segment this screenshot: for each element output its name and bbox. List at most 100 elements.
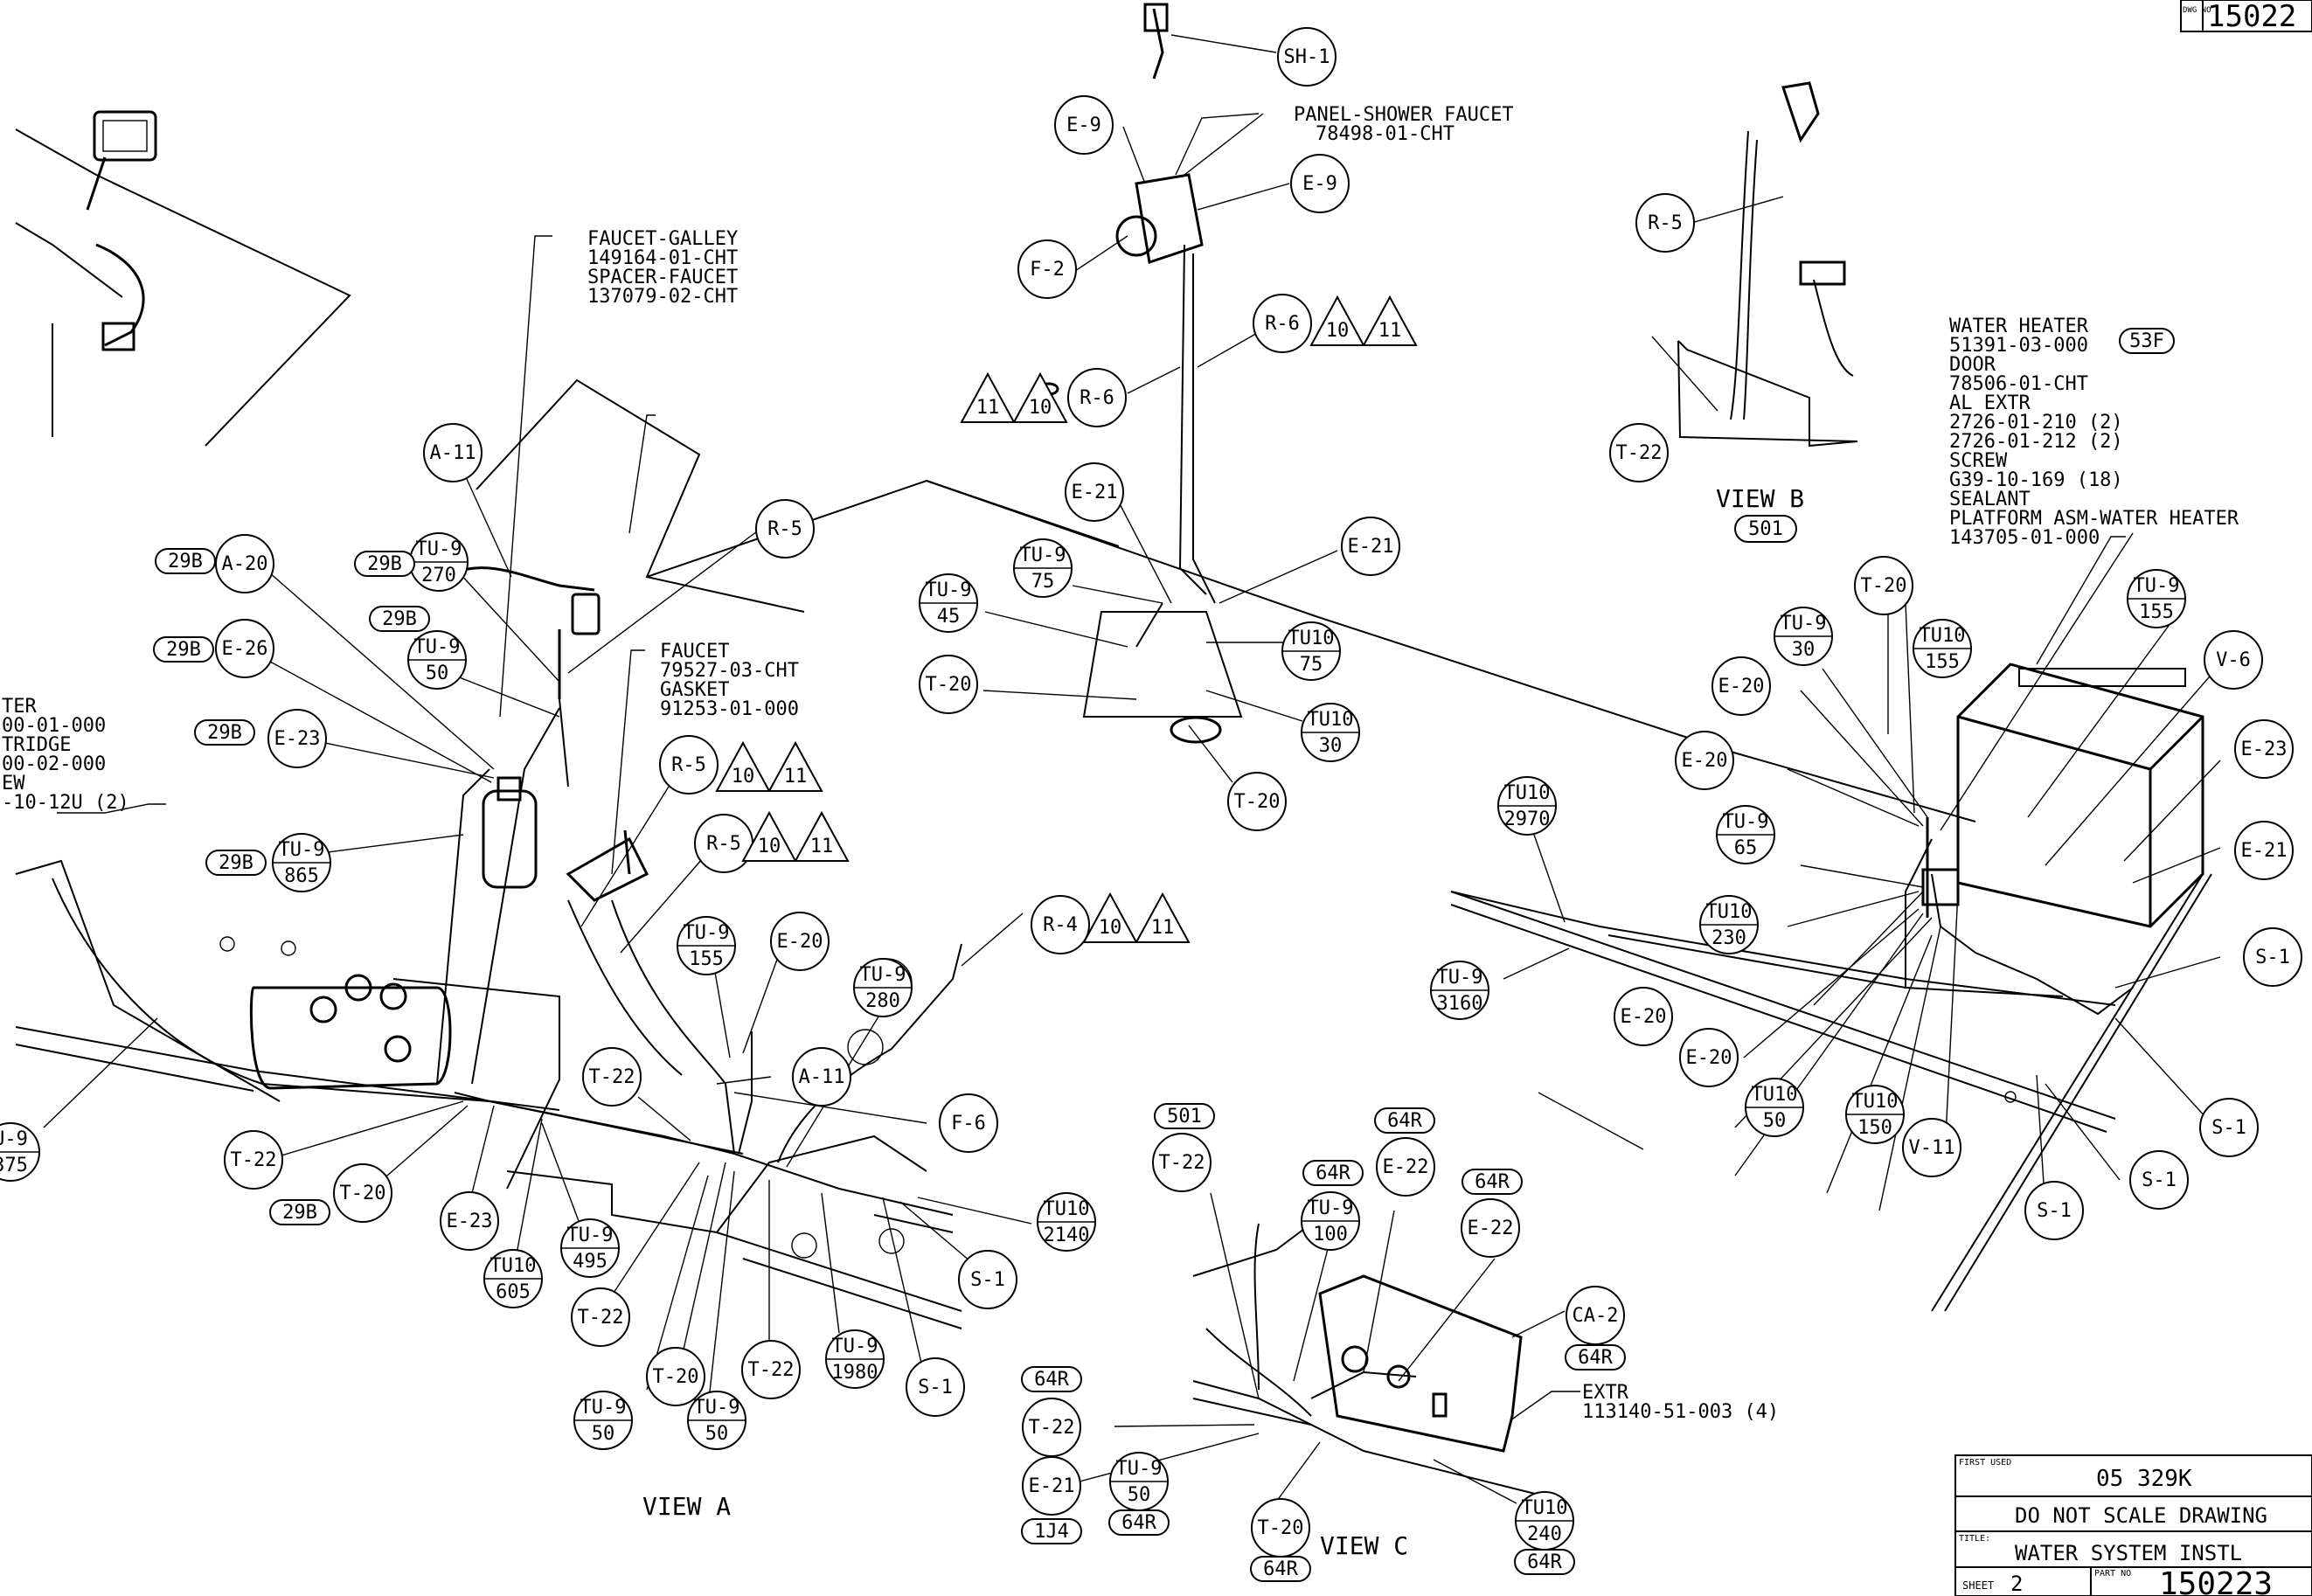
callout-t22f: T-22 [1152,1133,1212,1192]
svg-text:2726-01-210 (2): 2726-01-210 (2) [1949,412,2123,434]
svg-text:SPACER-FAUCET: SPACER-FAUCET [587,267,738,288]
callout-s1e: S-1 [2129,1150,2189,1210]
tag-29b_2: 29B [354,551,415,577]
svg-text:2726-01-212 (2): 2726-01-212 (2) [1949,431,2123,453]
svg-text:F-6: F-6 [951,1113,986,1135]
callout-tu9_30: TU-930 [1774,607,1833,666]
revision-triangle-10: 10 [715,740,771,792]
tag-64r_7: 64R [1250,1556,1311,1582]
svg-text:2970: 2970 [1504,808,1551,830]
svg-text:TU10: TU10 [1504,782,1551,804]
svg-text:TU10: TU10 [1308,709,1354,731]
callout-t20d: T-20 [646,1347,705,1406]
tag-29b_7: 29B [269,1199,330,1225]
leader-lines [43,34,2221,1509]
svg-text:29B: 29B [282,1202,317,1224]
svg-text:TU10: TU10 [1706,901,1753,923]
svg-text:SCREW: SCREW [1949,450,2008,472]
tag-64r_4: 64R [1565,1344,1626,1370]
svg-text:10: 10 [1099,917,1122,939]
callout-e20b: E-20 [1711,656,1771,716]
svg-text:280: 280 [865,990,900,1012]
callout-a11a: A-11 [423,423,483,482]
svg-text:T-20: T-20 [1234,791,1281,813]
callout-t20e: T-20 [1854,556,1913,615]
revision-triangle-11: 11 [794,810,850,862]
svg-text:E-23: E-23 [274,728,321,750]
svg-text:TU10: TU10 [1288,628,1335,649]
revision-triangle-10: 10 [1309,295,1365,346]
svg-text:DWG NO: DWG NO [2183,6,2211,15]
svg-text:64R: 64R [1263,1558,1298,1580]
svg-text:11: 11 [1151,917,1175,939]
text-notes: FAUCET-GALLEY 149164-01-CHT SPACER-FAUCE… [2,104,2239,1560]
svg-text:TU-9: TU-9 [1723,811,1769,833]
svg-text:S-1: S-1 [2255,947,2290,968]
callout-tu9_270: TU-9 270 [409,532,469,592]
svg-text:TU-9: TU-9 [414,636,461,658]
svg-text:V-11: V-11 [1909,1137,1955,1159]
svg-text:E-20: E-20 [1686,1047,1732,1069]
svg-text:T-20: T-20 [926,674,972,696]
svg-text:29B: 29B [168,551,203,572]
svg-text:50: 50 [1128,1484,1151,1506]
svg-text:T-22: T-22 [231,1149,277,1171]
svg-text:91253-01-000: 91253-01-000 [660,698,799,720]
svg-text:149164-01-CHT: 149164-01-CHT [587,247,738,269]
callout-t22g: T-22 [1022,1398,1081,1457]
svg-text:R-5: R-5 [671,754,706,776]
revision-triangle-11: 11 [1362,295,1418,346]
callout-f2: F-2 [1017,239,1077,299]
svg-text:T-22: T-22 [589,1066,635,1088]
svg-text:TU-9: TU-9 [832,1336,878,1357]
svg-text:T-20: T-20 [340,1183,386,1204]
svg-text:78498-01-CHT: 78498-01-CHT [1316,123,1455,145]
tag-29b_6: 29B [205,850,267,876]
callout-r5a: R-5 [755,499,815,559]
svg-text:TER: TER [2,696,37,718]
callout-s1f: S-1 [2024,1181,2084,1240]
svg-text:S-1: S-1 [970,1269,1005,1291]
callout-e20d: E-20 [1614,987,1673,1046]
svg-text:00-01-000: 00-01-000 [2,715,106,737]
svg-text:30: 30 [1319,735,1343,757]
svg-text:270: 270 [421,565,456,586]
svg-text:E-9: E-9 [1066,114,1101,136]
tag-64r_8: 64R [1514,1549,1575,1575]
callout-e21a: E-21 [1065,462,1124,522]
callout-r5b: R-5 [659,735,719,795]
callout-e20c: E-20 [1675,731,1734,790]
svg-text:143705-01-000: 143705-01-000 [1949,527,2100,549]
svg-text:29B: 29B [367,553,402,575]
svg-text:R-5: R-5 [706,833,741,855]
svg-text:A-11: A-11 [430,442,476,464]
svg-text:605: 605 [496,1281,531,1303]
svg-text:R-6: R-6 [1080,387,1114,409]
revision-triangle-10: 10 [741,810,797,862]
svg-text:3160: 3160 [1437,993,1483,1015]
svg-text:T-20: T-20 [1861,575,1907,597]
svg-text:CA-2: CA-2 [1573,1305,1619,1327]
callout-t20b: T-20 [1227,772,1287,831]
svg-text:150: 150 [1857,1117,1892,1139]
svg-text:TU-9: TU-9 [1020,545,1066,566]
callout-t22d: T-22 [741,1340,801,1399]
svg-text:S-1: S-1 [2142,1169,2177,1191]
callout-a11b: A-11 [792,1047,851,1107]
svg-text:TU-9: TU-9 [416,538,462,560]
svg-text:TU-9: TU-9 [1781,613,1827,635]
svg-text:155: 155 [1925,651,1960,673]
callout-ca2: CA-2 [1566,1286,1625,1345]
svg-text:TU-9: TU-9 [926,579,972,601]
faucet-note: FAUCET 79527-03-CHT GASKET 91253-01-000 [660,641,799,720]
svg-text:865: 865 [284,865,319,887]
tag-64r_2: 64R [1302,1160,1364,1186]
svg-text:29B: 29B [219,852,253,874]
title-block: FIRST USED 05 329K DO NOT SCALE DRAWING … [1954,1454,2312,1596]
